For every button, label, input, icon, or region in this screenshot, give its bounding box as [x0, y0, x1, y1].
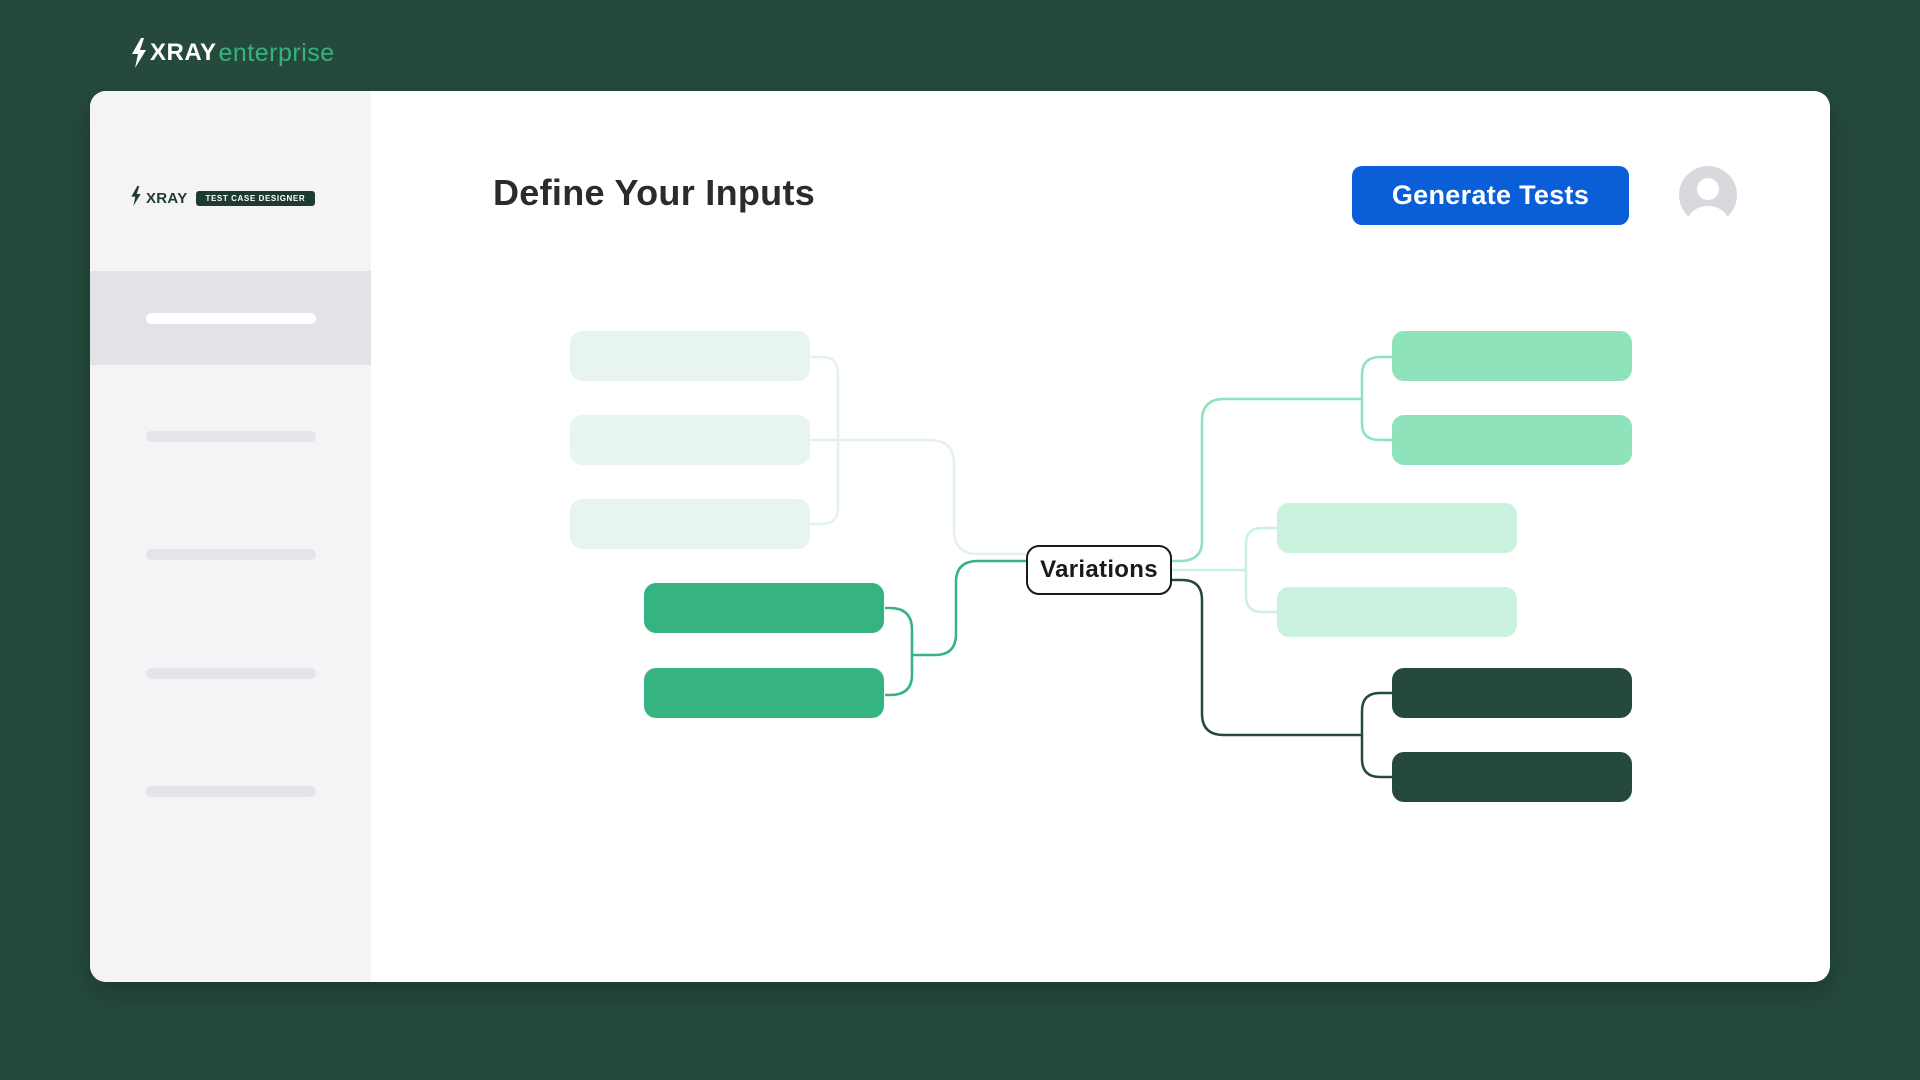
generate-tests-button[interactable]: Generate Tests — [1352, 166, 1629, 225]
sidebar-item-4[interactable] — [90, 626, 371, 720]
output-node[interactable] — [1392, 752, 1632, 802]
brand-name: XRAY — [150, 39, 217, 66]
sidebar: XRAY TEST CASE DESIGNER — [90, 91, 371, 982]
output-node[interactable] — [1392, 331, 1632, 381]
sidebar-item-placeholder — [146, 668, 316, 679]
sidebar-logo-name: XRAY — [146, 190, 188, 207]
input-node[interactable] — [644, 583, 884, 633]
top-brand-logo: XRAY enterprise — [130, 36, 335, 70]
sidebar-item-placeholder — [146, 313, 316, 324]
sidebar-item-1[interactable] — [90, 271, 371, 365]
lightning-bolt-icon — [130, 38, 148, 68]
mind-map-connectors — [810, 355, 1392, 779]
page-title: Define Your Inputs — [493, 172, 816, 213]
sidebar-item-placeholder — [146, 549, 316, 560]
output-node[interactable] — [1392, 668, 1632, 718]
sidebar-item-2[interactable] — [90, 389, 371, 483]
input-node[interactable] — [570, 331, 810, 381]
output-node[interactable] — [1277, 503, 1517, 553]
sidebar-item-3[interactable] — [90, 507, 371, 601]
product-badge: TEST CASE DESIGNER — [195, 191, 316, 206]
input-node[interactable] — [644, 668, 884, 718]
input-node[interactable] — [570, 415, 810, 465]
user-avatar-icon[interactable] — [1678, 165, 1738, 225]
brand-suffix: enterprise — [218, 38, 335, 67]
app-window: XRAY TEST CASE DESIGNER Define Your Inpu… — [90, 91, 1830, 982]
sidebar-logo[interactable]: XRAY TEST CASE DESIGNER — [130, 185, 316, 212]
lightning-bolt-icon — [130, 185, 142, 212]
sidebar-item-placeholder — [146, 786, 316, 797]
input-node[interactable] — [570, 499, 810, 549]
sidebar-item-5[interactable] — [90, 744, 371, 838]
variations-node[interactable]: Variations — [1026, 545, 1172, 595]
output-node[interactable] — [1392, 415, 1632, 465]
output-node[interactable] — [1277, 587, 1517, 637]
sidebar-item-placeholder — [146, 431, 316, 442]
